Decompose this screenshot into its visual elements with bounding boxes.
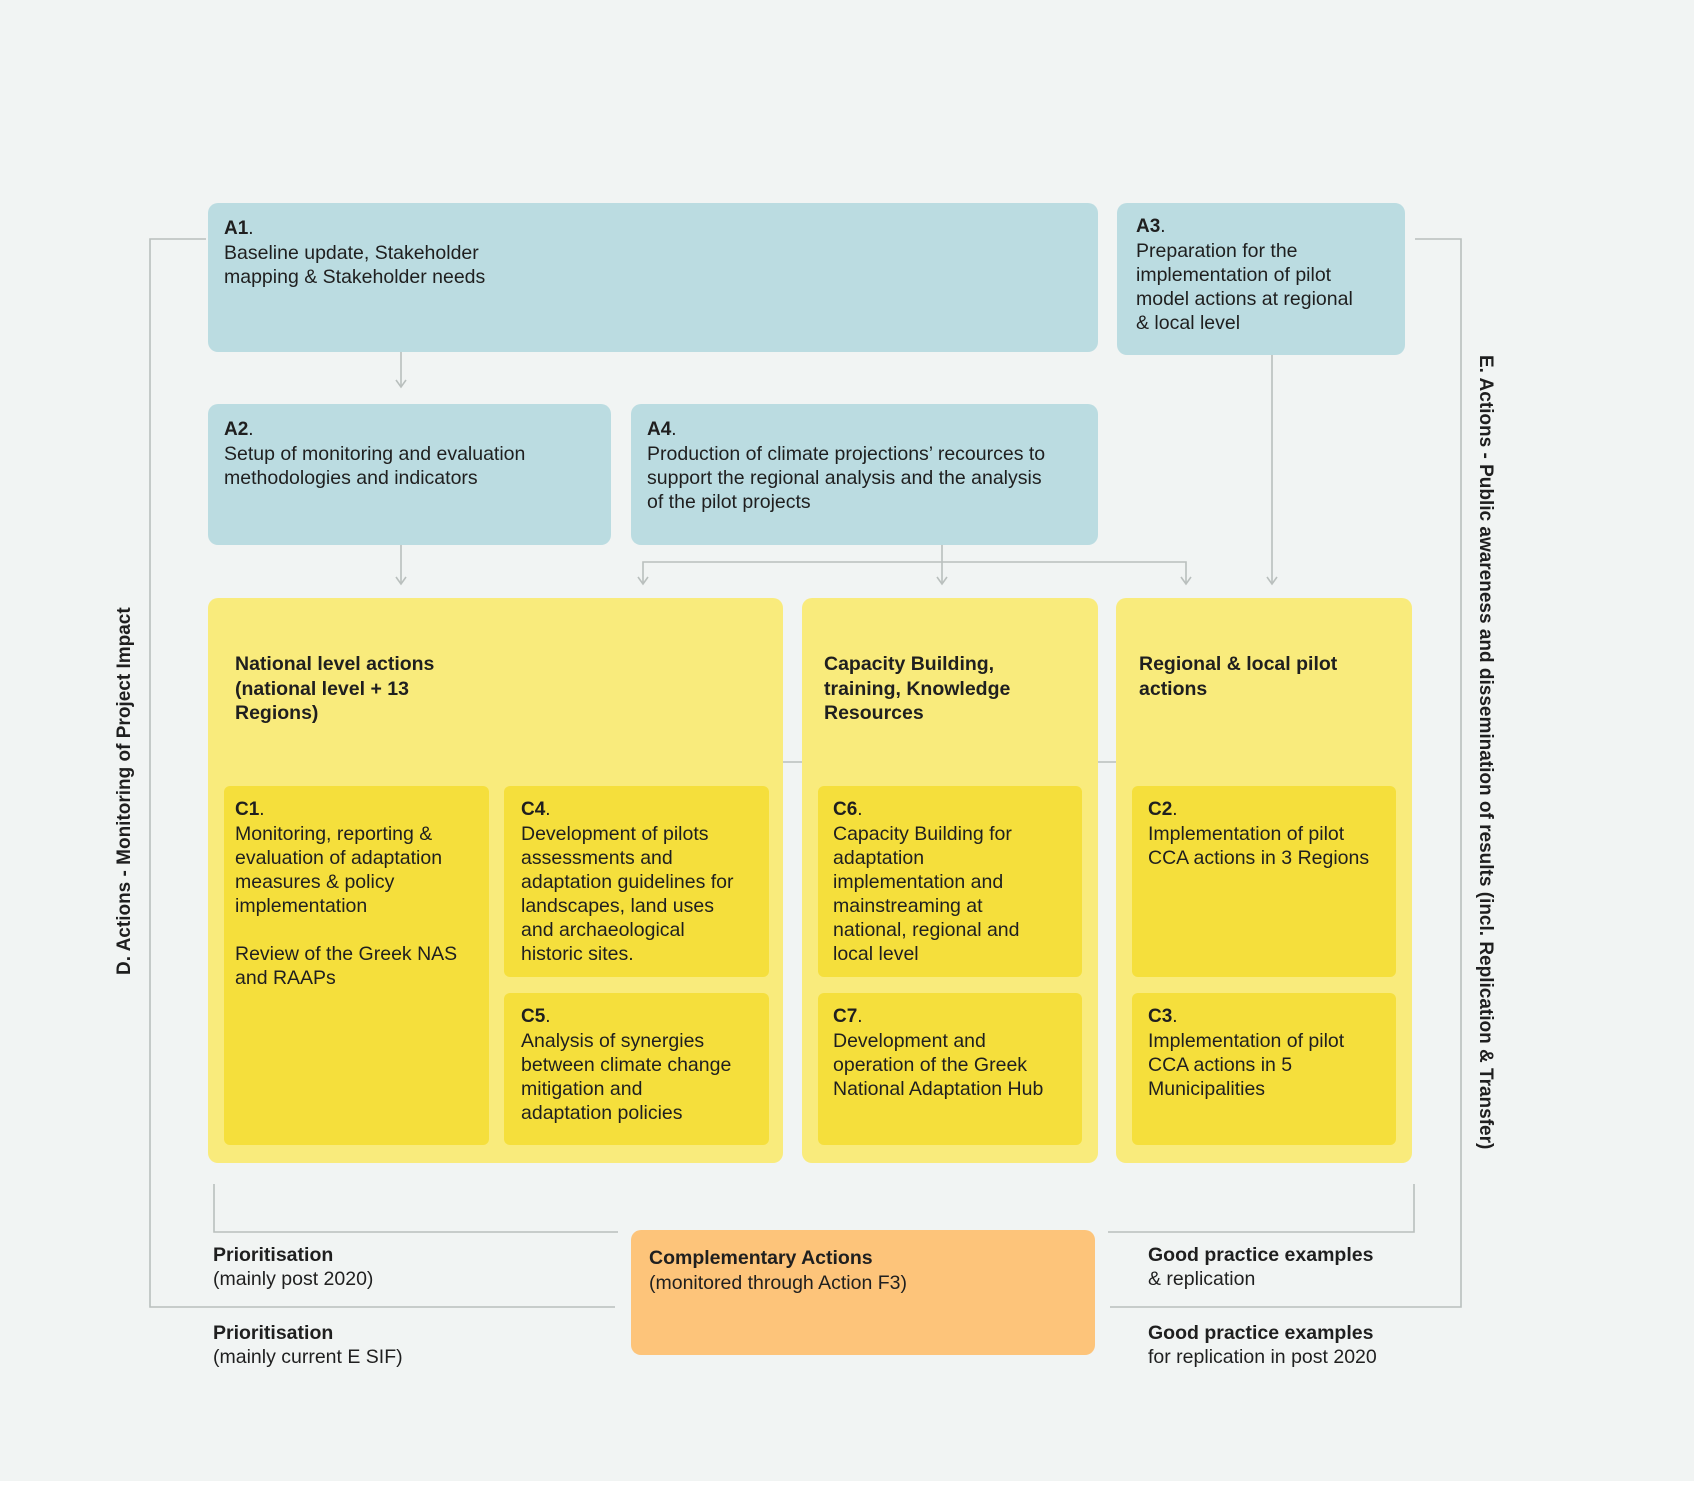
c2-description: Implementation of pilot CCA actions in 3… xyxy=(1148,823,1370,869)
c3-code: C3 xyxy=(1148,1006,1173,1027)
action-c6-box: C6. Capacity Building for adaptation imp… xyxy=(818,786,1082,977)
arrow-a4-branch xyxy=(642,561,1187,583)
prioritisation-post-subtitle: (mainly post 2020) xyxy=(213,1268,374,1290)
d-actions-label: D. Actions - Monitoring of Project Impac… xyxy=(114,607,135,975)
c7-dot: . xyxy=(857,1006,863,1027)
a1-dot: . xyxy=(248,218,254,239)
good-practice-post-title: Good practice examples xyxy=(1148,1322,1374,1344)
good-practice-replication: Good practice examples & replication xyxy=(1148,1243,1373,1291)
action-c4-box: C4. Development of pilots assessments an… xyxy=(504,786,769,977)
good-practice-post-2020: Good practice examples for replication i… xyxy=(1148,1321,1377,1369)
good-practice-post-subtitle: for replication in post 2020 xyxy=(1148,1346,1377,1368)
c6-dot: . xyxy=(857,799,863,820)
action-a4-box: A4. Production of climate projections’ r… xyxy=(631,404,1098,545)
good-practice-bracket xyxy=(1108,1184,1415,1233)
prioritisation-post-title: Prioritisation xyxy=(213,1244,334,1266)
e-actions-label: E. Actions - Public awareness and dissem… xyxy=(1475,355,1496,1150)
action-c5-box: C5. Analysis of synergies between climat… xyxy=(504,993,769,1145)
action-a2-box: A2. Setup of monitoring and evaluation m… xyxy=(208,404,611,545)
c7-description: Development and operation of the Greek N… xyxy=(833,1030,1044,1100)
c1-dot: . xyxy=(259,799,265,820)
c2-code: C2 xyxy=(1148,799,1173,820)
c7-code: C7 xyxy=(833,1006,858,1027)
a4-dot: . xyxy=(671,419,677,440)
prioritisation-post-2020: Prioritisation (mainly post 2020) xyxy=(213,1243,373,1291)
bottom-strip xyxy=(0,1481,1694,1499)
a1-description: Baseline update, Stakeholder mapping & S… xyxy=(224,242,486,288)
capacity-building-heading: Capacity Building, training, Knowledge R… xyxy=(824,653,1011,724)
c5-dot: . xyxy=(545,1006,551,1027)
c4-description: Development of pilots assessments and ad… xyxy=(521,823,734,965)
c5-code: C5 xyxy=(521,1006,546,1027)
complementary-actions-subtitle: (monitored through Action F3) xyxy=(649,1271,907,1294)
action-c1-box: C1. Monitoring, reporting & evaluation o… xyxy=(224,786,489,1145)
a2-dot: . xyxy=(248,419,254,440)
c3-dot: . xyxy=(1172,1006,1178,1027)
action-c2-box: C2. Implementation of pilot CCA actions … xyxy=(1132,786,1396,977)
good-practice-replication-subtitle: & replication xyxy=(1148,1268,1256,1290)
prioritisation-current: Prioritisation (mainly current E SIF) xyxy=(213,1321,403,1369)
complementary-actions-box: Complementary Actions (monitored through… xyxy=(631,1230,1095,1355)
c1-code: C1 xyxy=(235,799,260,820)
c6-code: C6 xyxy=(833,799,858,820)
action-a1-box: A1. Baseline update, Stakeholder mapping… xyxy=(208,203,1098,352)
regional-pilot-heading: Regional & local pilot actions xyxy=(1139,653,1338,700)
prioritisation-current-subtitle: (mainly current E SIF) xyxy=(213,1346,403,1368)
c6-description: Capacity Building for adaptation impleme… xyxy=(833,823,1020,965)
good-practice-replication-title: Good practice examples xyxy=(1148,1244,1374,1266)
action-c3-box: C3. Implementation of pilot CCA actions … xyxy=(1132,993,1396,1145)
c5-description: Analysis of synergies between climate ch… xyxy=(521,1030,732,1124)
action-a3-box: A3. Preparation for the implementation o… xyxy=(1117,203,1405,355)
c2-dot: . xyxy=(1172,799,1178,820)
prioritisation-current-title: Prioritisation xyxy=(213,1322,334,1344)
a2-code: A2 xyxy=(224,419,249,440)
a1-code: A1 xyxy=(224,218,249,239)
c1-description: Monitoring, reporting & evaluation of ad… xyxy=(235,823,458,989)
c4-code: C4 xyxy=(521,799,546,820)
a3-dot: . xyxy=(1160,216,1166,237)
national-level-heading: National level actions (national level +… xyxy=(235,653,435,724)
a4-description: Production of climate projections’ recou… xyxy=(647,443,1046,513)
complementary-actions-title: Complementary Actions xyxy=(649,1247,873,1269)
prioritisation-bracket xyxy=(213,1184,618,1233)
c3-description: Implementation of pilot CCA actions in 5… xyxy=(1148,1030,1345,1100)
action-c7-box: C7. Development and operation of the Gre… xyxy=(818,993,1082,1145)
a2-description: Setup of monitoring and evaluation metho… xyxy=(224,443,526,489)
a3-description: Preparation for the implementation of pi… xyxy=(1136,240,1353,334)
a4-code: A4 xyxy=(647,419,672,440)
c4-dot: . xyxy=(545,799,551,820)
a3-code: A3 xyxy=(1136,216,1161,237)
